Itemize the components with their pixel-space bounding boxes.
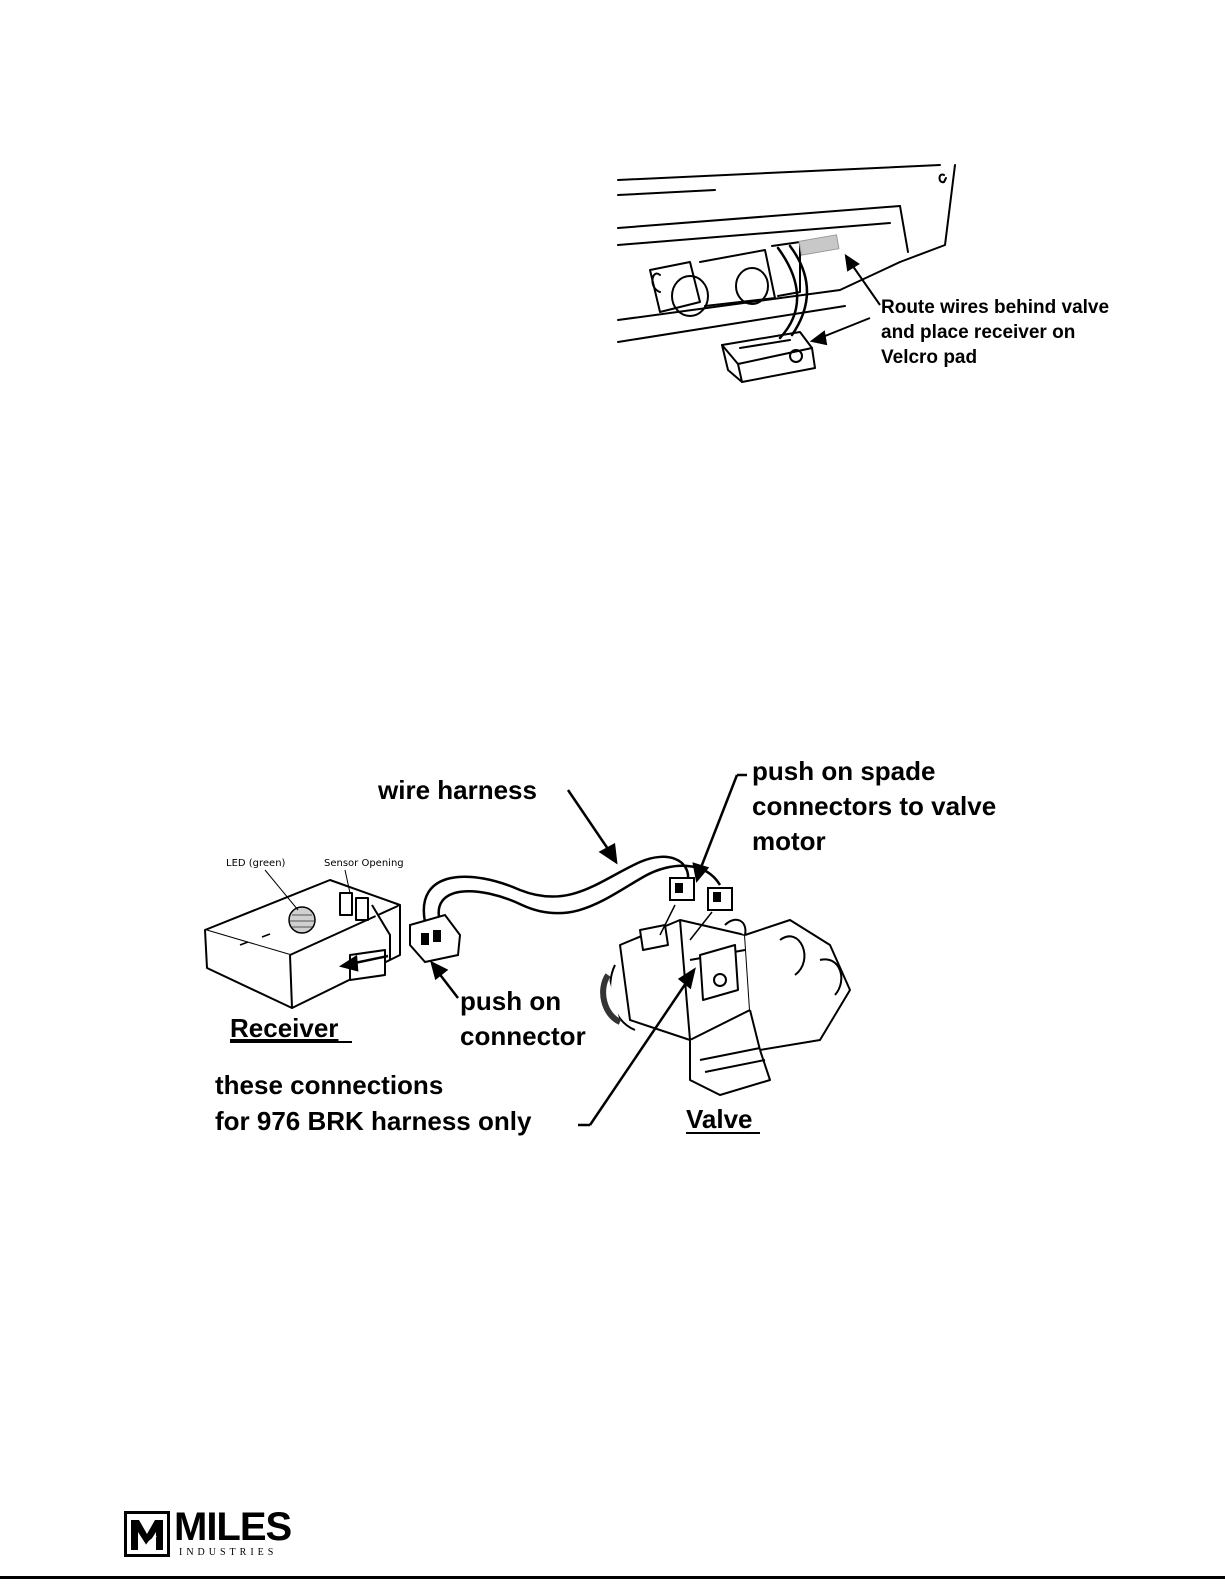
miles-industries-logo: MILES INDUSTRIES (124, 1511, 299, 1563)
valve-label: Valve (686, 1104, 753, 1134)
sensor-opening-label: Sensor Opening (324, 858, 404, 869)
route-wires-label-line3: Velcro pad (881, 347, 977, 368)
connections-note-line2: for 976 BRK harness only (215, 1106, 532, 1136)
logo-m-icon (127, 1514, 167, 1554)
footer-rule (0, 1576, 1225, 1579)
figure1-arrows (812, 256, 880, 344)
spade-connectors-label-line3: motor (752, 826, 826, 856)
spade-connectors-drawing (670, 878, 732, 910)
spade-connectors-label-line2: connectors to valve (752, 791, 996, 821)
route-wires-label-line1: Route wires behind valve (881, 297, 1109, 318)
route-wires-label-line2: and place receiver on (881, 322, 1075, 343)
logo-subtitle: INDUSTRIES (179, 1547, 277, 1559)
logo-wordmark: MILES (174, 1507, 291, 1547)
wire-harness-label: wire harness (377, 775, 537, 805)
harness-plug (410, 915, 460, 962)
receiver-label: Receiver (230, 1013, 338, 1043)
receiver-drawing (205, 880, 400, 1008)
logo-mark (124, 1511, 170, 1557)
led-green-label: LED (green) (226, 858, 286, 869)
connections-note-line1: these connections (215, 1070, 443, 1100)
push-on-connector-label-line2: connector (460, 1021, 586, 1051)
spade-connectors-label-line1: push on spade (752, 756, 935, 786)
valve-drawing (603, 920, 850, 1095)
push-on-connector-label-line1: push on (460, 986, 561, 1016)
